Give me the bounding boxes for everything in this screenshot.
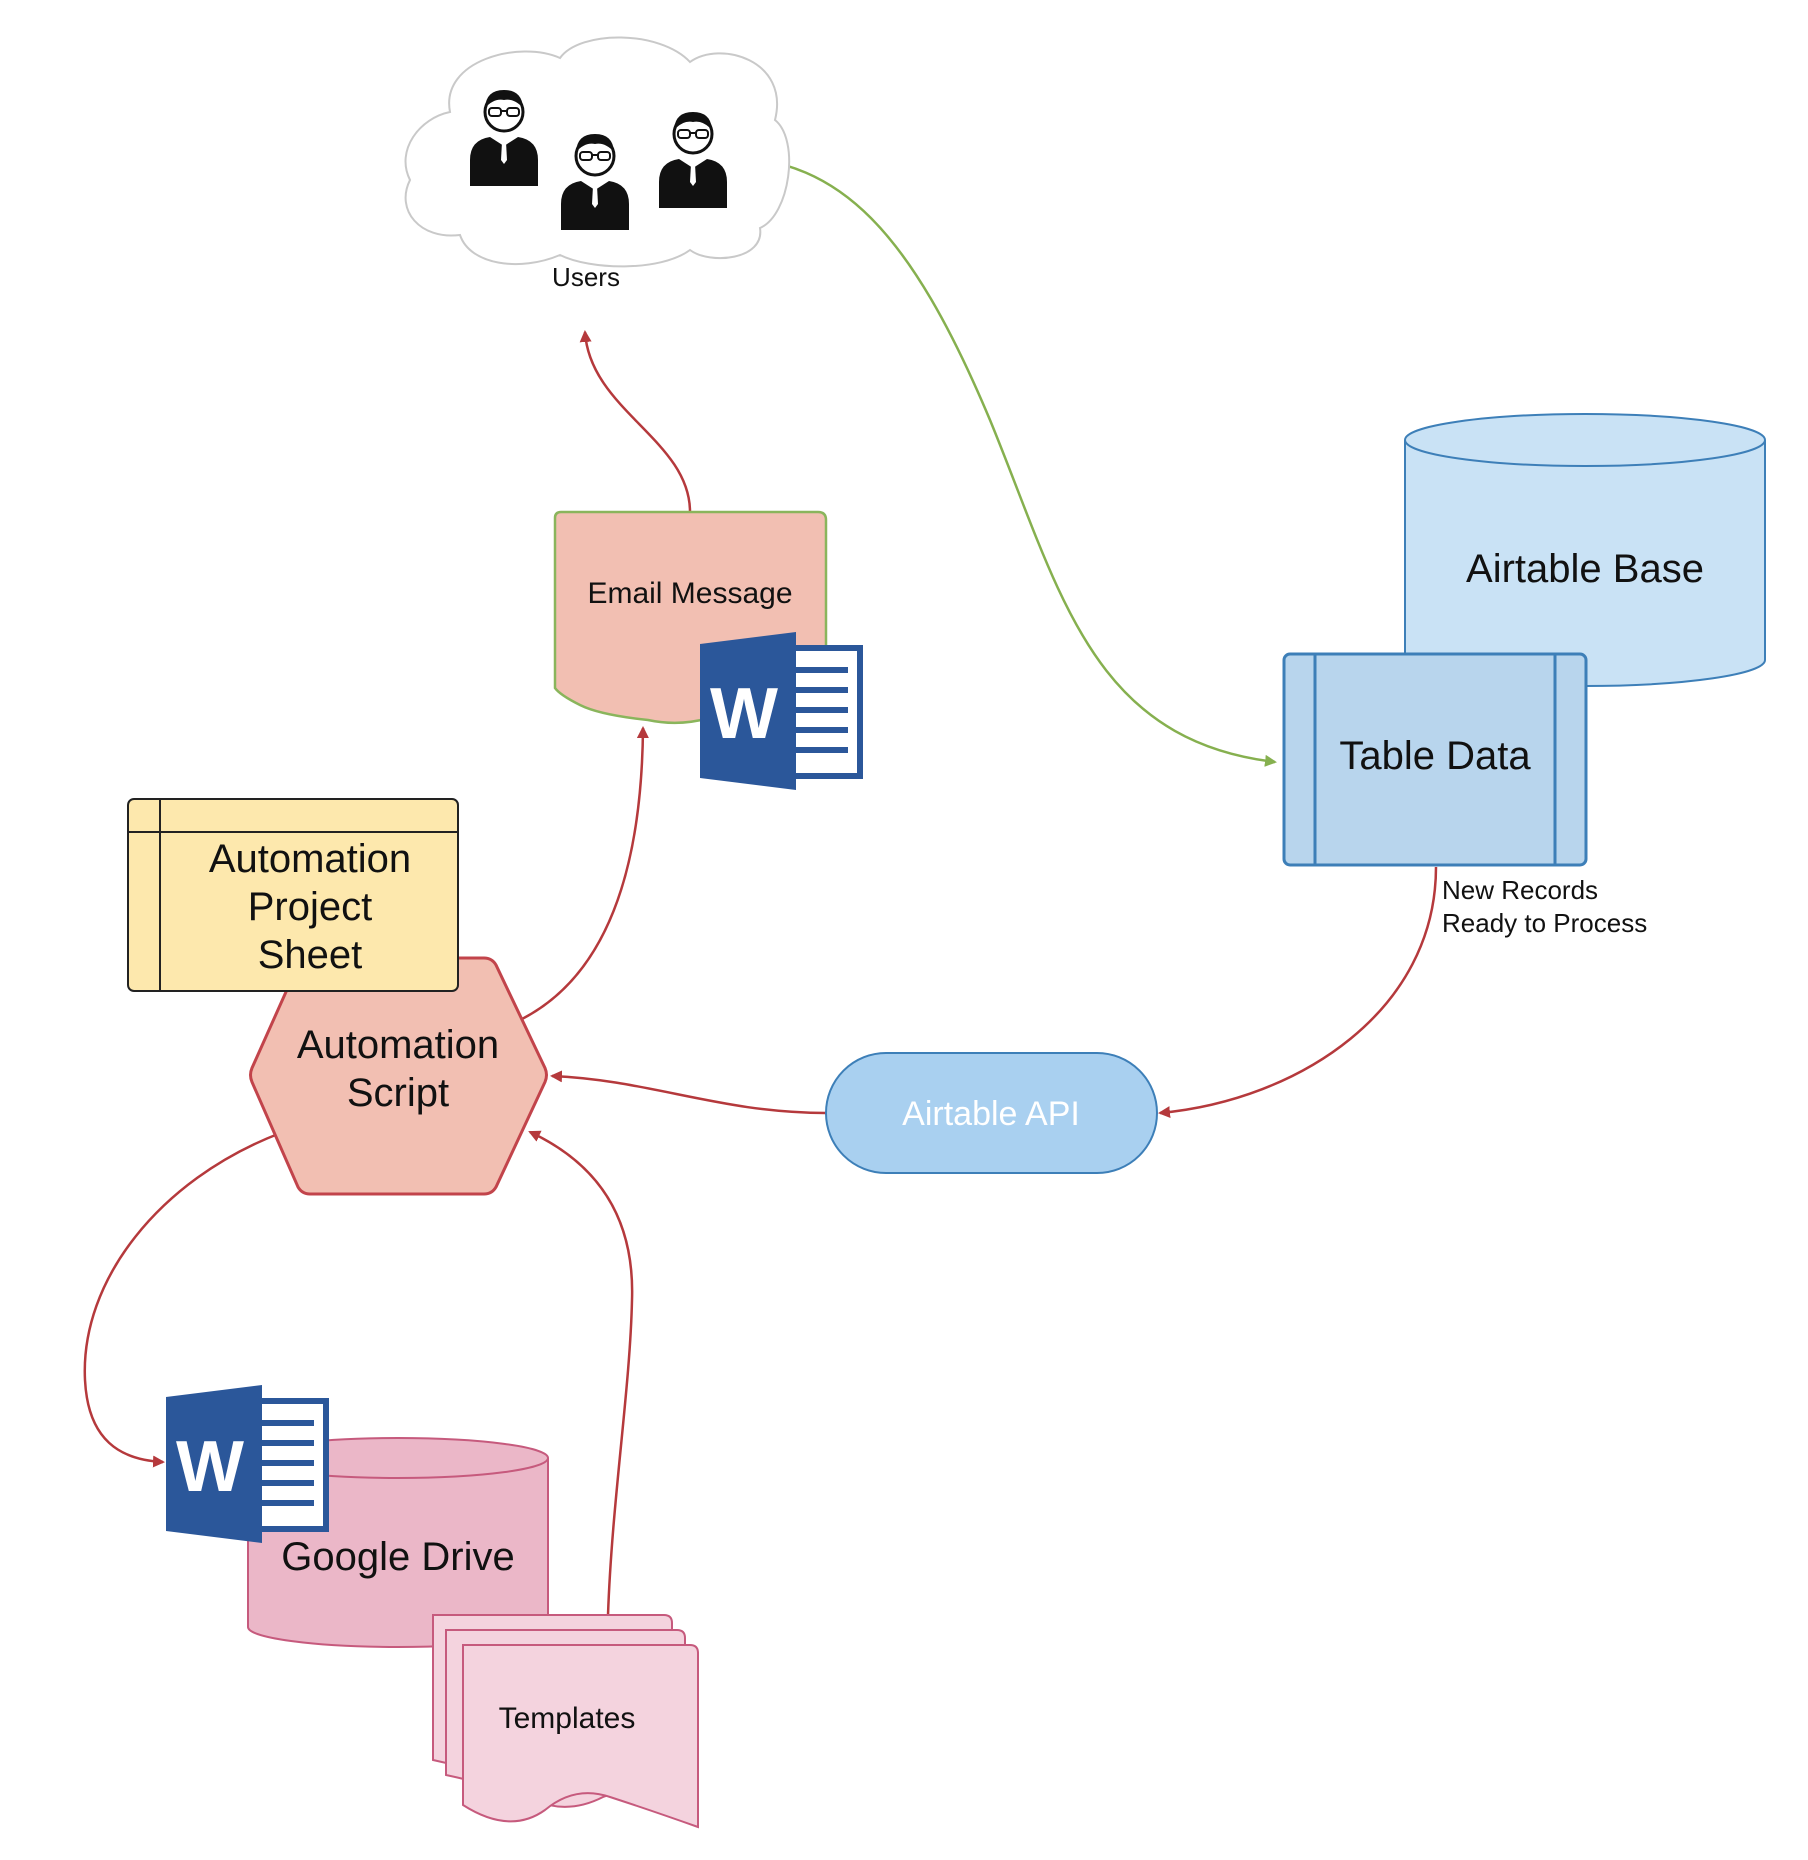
automation-project-sheet-node: Automation Project Sheet <box>127 798 459 992</box>
templates-page-front <box>462 1644 699 1829</box>
table-data-box <box>1282 652 1588 867</box>
automation-script-node: Automation Script <box>249 956 548 1196</box>
project-sheet-box <box>127 798 459 992</box>
airtable-api-pill <box>825 1052 1158 1174</box>
users-label: Users <box>552 262 620 292</box>
email-message-node: Email Message W <box>553 510 863 790</box>
edge-users-to-tabledata <box>729 155 1277 767</box>
word-letter: W <box>710 674 778 754</box>
automation-script-line-2: Script <box>347 1071 449 1115</box>
word-letter: W <box>176 1427 244 1507</box>
templates-node: Templates <box>432 1614 699 1829</box>
airtable-base-node: Airtable Base <box>1404 413 1766 687</box>
edge-script-to-email <box>519 726 649 1022</box>
automation-script-hexagon <box>249 956 548 1196</box>
ready-to-process-label: Ready to Process <box>1442 908 1647 938</box>
airtable-base-label: Airtable Base <box>1466 547 1704 591</box>
edge-email-to-users <box>579 330 692 513</box>
google-drive-label: Google Drive <box>281 1535 514 1579</box>
edge-templates-to-script <box>528 1130 634 1616</box>
google-drive-node: Google Drive W <box>166 1385 549 1648</box>
automation-script-line-1: Automation <box>297 1023 499 1067</box>
project-sheet-line-1: Automation <box>209 837 411 881</box>
table-data-node: Table Data <box>1282 652 1588 867</box>
table-data-label: Table Data <box>1339 734 1531 778</box>
project-sheet-line-3: Sheet <box>258 933 363 977</box>
project-sheet-line-2: Project <box>248 885 373 929</box>
airtable-api-label: Airtable API <box>902 1095 1080 1133</box>
templates-label: Templates <box>499 1702 636 1735</box>
edge-script-to-drive <box>83 1132 279 1468</box>
word-document-icon: W <box>166 1385 329 1543</box>
email-message-label: Email Message <box>587 577 792 610</box>
users-cloud: Users <box>404 36 791 292</box>
word-document-icon: W <box>700 632 863 790</box>
airtable-api-node: Airtable API <box>825 1052 1158 1174</box>
new-records-label: New Records <box>1442 875 1598 905</box>
edge-api-to-script <box>550 1070 827 1115</box>
edge-tabledata-to-api <box>1158 866 1438 1119</box>
